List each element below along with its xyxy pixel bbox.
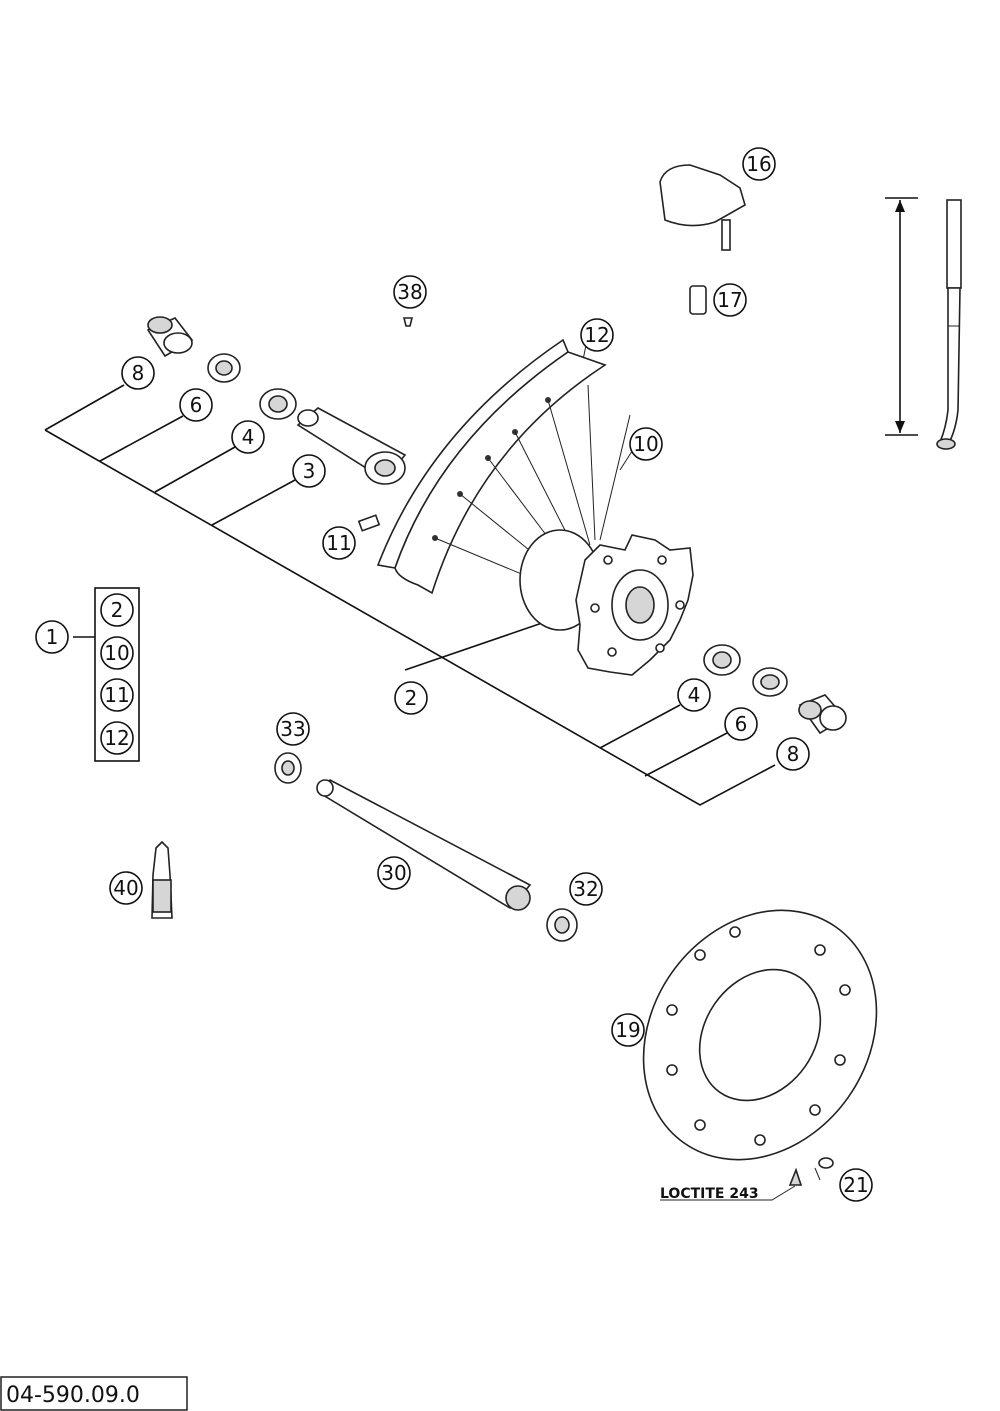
axle	[316, 779, 532, 911]
callout-21: 21	[839, 1168, 873, 1202]
callout-10: 10	[629, 427, 663, 461]
svg-text:12: 12	[104, 726, 129, 750]
axle-spacer-33	[274, 752, 302, 784]
loctite-bottle	[151, 840, 173, 919]
seal-left	[207, 353, 241, 383]
svg-text:8: 8	[132, 361, 145, 385]
svg-text:17: 17	[717, 288, 742, 312]
leader-lines	[44, 334, 821, 1201]
svg-text:4: 4	[242, 425, 255, 449]
brake-disc	[642, 909, 878, 1161]
callout-33: 33	[276, 712, 310, 746]
bearing-left	[259, 388, 297, 420]
svg-text:40: 40	[113, 876, 138, 900]
svg-text:1: 1	[46, 625, 59, 649]
kit-item-12: 12	[100, 721, 134, 755]
axle-spacer-32	[546, 908, 578, 942]
spacer-right	[798, 694, 847, 735]
svg-text:38: 38	[397, 280, 422, 304]
callout-8-right: 8	[776, 737, 810, 771]
spoke-nipple-screw	[357, 514, 381, 532]
callout-6-right: 6	[724, 707, 758, 741]
callout-32: 32	[569, 872, 603, 906]
callout-16: 16	[742, 147, 776, 181]
loctite-note: LOCTITE 243	[660, 1186, 759, 1202]
callout-4-right: 4	[677, 678, 711, 712]
svg-text:32: 32	[573, 877, 598, 901]
svg-text:04-590.09.0: 04-590.09.0	[6, 1383, 140, 1408]
svg-text:2: 2	[111, 598, 124, 622]
callout-4-left: 4	[231, 420, 265, 454]
svg-text:2: 2	[405, 686, 418, 710]
svg-text:10: 10	[633, 432, 658, 456]
svg-text:11: 11	[104, 683, 129, 707]
spoke-gauge	[885, 197, 918, 436]
callout-2: 2	[394, 681, 428, 715]
bearing-right	[703, 644, 741, 676]
spoke-illustration	[936, 199, 962, 450]
svg-text:19: 19	[615, 1018, 640, 1042]
rim-lock	[659, 164, 746, 251]
kit-item-2: 2	[100, 593, 134, 627]
svg-text:30: 30	[381, 861, 406, 885]
callout-6-left: 6	[179, 388, 213, 422]
callout-38: 38	[393, 275, 427, 309]
svg-text:21: 21	[843, 1173, 868, 1197]
disc-screw	[788, 1157, 834, 1186]
kit-item-11: 11	[100, 678, 134, 712]
svg-text:16: 16	[746, 152, 771, 176]
svg-text:8: 8	[787, 742, 800, 766]
svg-text:6: 6	[190, 393, 203, 417]
reference-number: 04-590.09.0	[0, 1376, 188, 1411]
distance-sleeve	[296, 407, 407, 485]
svg-text:3: 3	[303, 459, 316, 483]
callout-8-left: 8	[121, 356, 155, 390]
svg-text:6: 6	[735, 712, 748, 736]
callout-1: 1	[35, 620, 69, 654]
kit-item-10: 10	[100, 636, 134, 670]
callout-11: 11	[322, 526, 356, 560]
callout-17: 17	[713, 283, 747, 317]
svg-text:33: 33	[280, 717, 305, 741]
svg-text:4: 4	[688, 683, 701, 707]
hub	[519, 529, 694, 676]
spacer-left	[146, 316, 194, 358]
seal-right	[752, 667, 788, 697]
small-nipple	[402, 317, 414, 327]
valve-nut	[689, 285, 707, 315]
rim-segment	[376, 338, 607, 595]
callout-30: 30	[377, 856, 411, 890]
callout-19: 19	[611, 1013, 645, 1047]
svg-text:12: 12	[584, 323, 609, 347]
callout-12: 12	[580, 318, 614, 352]
callout-3: 3	[292, 454, 326, 488]
callout-40: 40	[109, 871, 143, 905]
svg-text:11: 11	[326, 531, 351, 555]
svg-text:10: 10	[104, 641, 129, 665]
